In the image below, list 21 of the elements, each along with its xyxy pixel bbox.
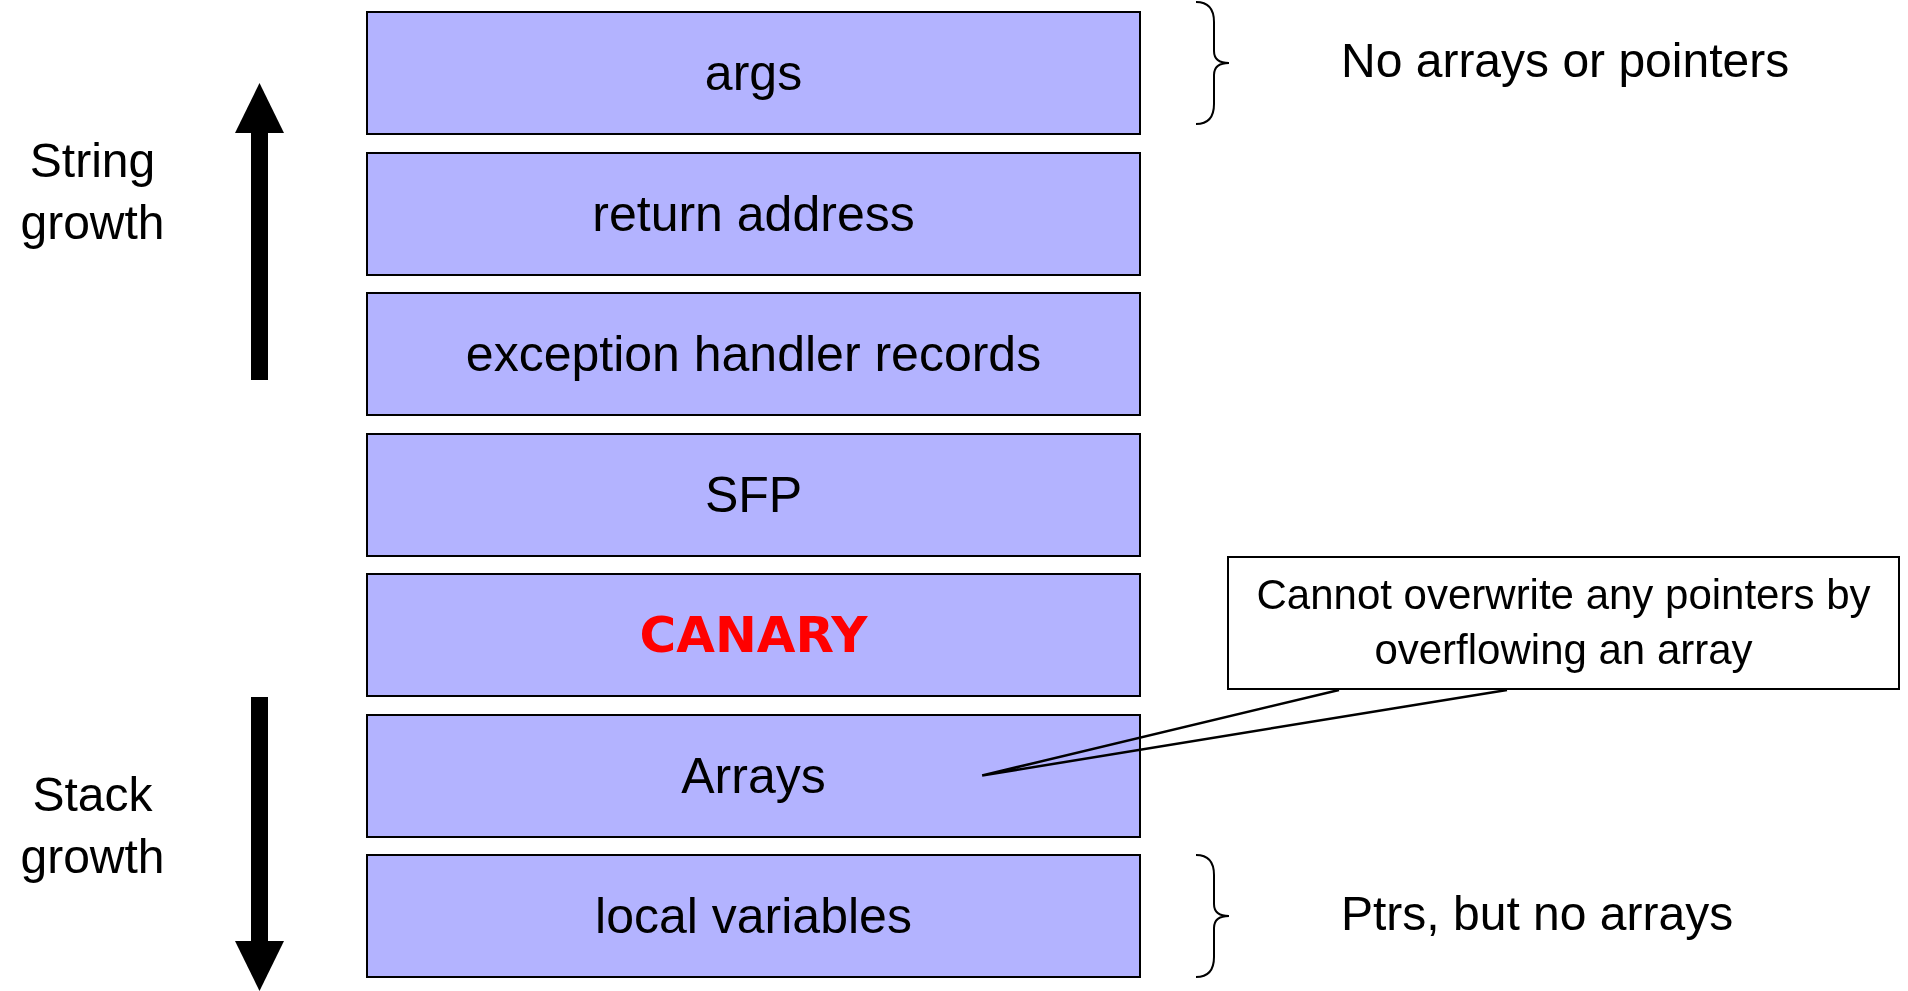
stack-slot-box	[366, 573, 1141, 697]
stack-slot-box	[366, 432, 1141, 557]
stack-slot-box	[366, 713, 1141, 838]
stack-slot-box	[366, 854, 1141, 978]
brace-note: No arrays or pointers	[1341, 33, 1790, 88]
stack-slot-box	[366, 151, 1141, 276]
callout-box	[1227, 556, 1900, 690]
slot-label: local variables	[595, 887, 912, 945]
slot-label: exception handler records	[465, 325, 1042, 383]
growth-label: Stack growth	[19, 767, 166, 886]
slot-label: Arrays	[681, 746, 826, 805]
slot-label: return address	[592, 184, 915, 243]
stack-slot-box	[366, 11, 1141, 135]
slot-label: SFP	[704, 465, 803, 524]
callout-text: Cannot overwrite any pointers by overflowing an array	[1255, 570, 1872, 675]
stack-slot-box	[366, 292, 1141, 416]
growth-label: String growth	[19, 133, 166, 252]
slot-label: CANARY	[639, 606, 868, 664]
slot-label: args	[704, 44, 803, 102]
brace-note: Ptrs, but no arrays	[1341, 886, 1734, 941]
callout-pointer	[980, 688, 1509, 777]
